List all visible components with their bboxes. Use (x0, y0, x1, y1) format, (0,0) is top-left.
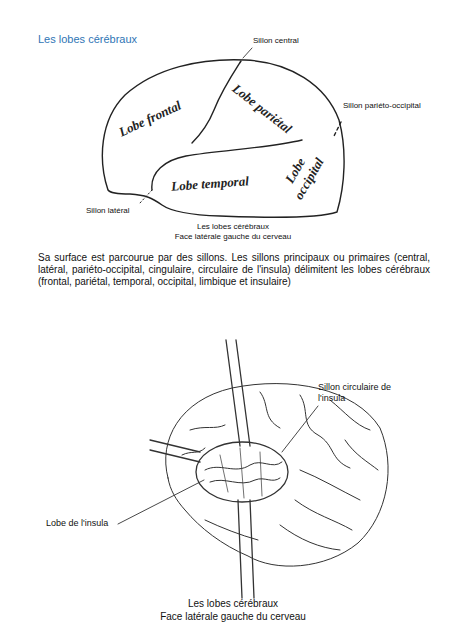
sulcus-label: Sillon central (253, 36, 343, 46)
lobe-label: Lobe pariétal (225, 77, 299, 140)
lobe-label: Lobe temporal (165, 173, 256, 195)
figure-caption: Les lobes cérébraux (83, 598, 383, 610)
page-title: Les lobes cérébraux (38, 33, 238, 46)
lobe-label: Lobe frontal (110, 95, 189, 143)
sulcus-label: Sillon latéral (86, 206, 156, 216)
lobe-label: Lobe de l'insula (46, 518, 136, 529)
sulcus-label: Sillon pariéto-occipital (343, 101, 431, 111)
figure-caption: Face latérale gauche du cerveau (83, 611, 383, 623)
body-paragraph: Sa surface est parcourue par des sillons… (38, 252, 430, 288)
sulcus-label: Sillon circulaire de l'insula (318, 382, 398, 404)
lobe-label: Lobe occipital (275, 144, 328, 205)
figure-caption: Face latérale gauche du cerveau (133, 232, 333, 242)
figure-caption: Les lobes cérébraux (133, 222, 333, 232)
